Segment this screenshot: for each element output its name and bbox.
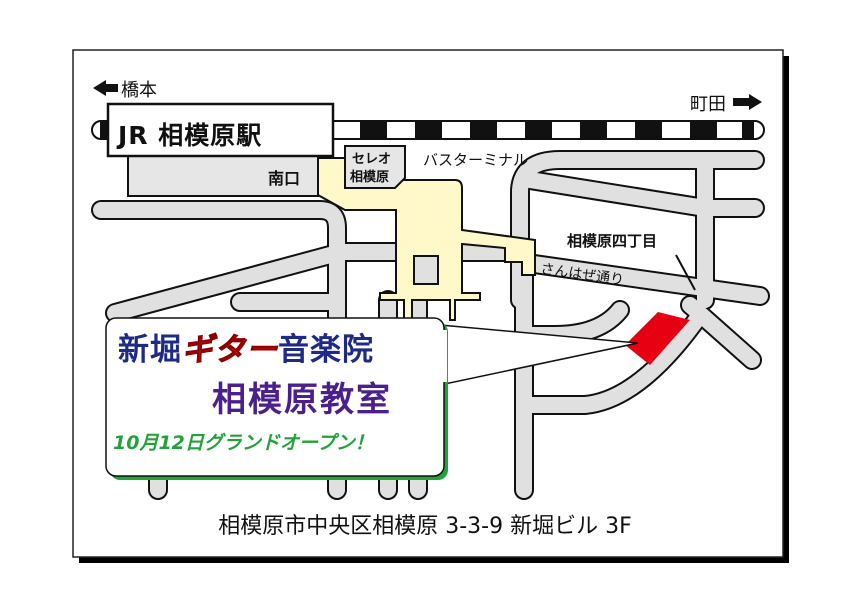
station-name: JR 相模原駅 [118,121,263,150]
plaza-block [413,255,439,285]
intersection-pointer [675,254,696,291]
sereo-label-1: セレオ [352,152,391,167]
intersection-label: 相模原四丁目 [567,232,657,250]
sereo-building [344,145,406,189]
direction-left-label: 橋本 [121,80,157,101]
left-arrow-icon [93,80,118,96]
right-arrow-icon [733,94,762,110]
address: 相模原市中央区相模原 3-3-9 新堀ビル 3F [218,514,632,539]
destination-marker[interactable] [625,312,690,365]
south-exit-label: 南口 [268,169,300,188]
opening-announcement: 10月12日グランドオープン！ [113,432,374,454]
bus-terminal-label: バスターミナル [423,151,528,169]
callout-box [105,317,445,477]
school-branch: 相模原教室 [212,380,392,420]
school-name-part3: 音楽院 [278,332,374,368]
south-exit-building [127,155,319,197]
school-name: 新堀ギター音楽院 [118,324,374,369]
sereo-label-2: 相模原 [350,169,389,185]
school-name-part2: ギター [182,332,278,369]
school-name-part1: 新堀 [118,332,182,368]
station-name-box [106,102,335,158]
callout-join [441,330,447,382]
station-plaza [317,157,536,321]
direction-right-label: 町田 [690,94,726,115]
